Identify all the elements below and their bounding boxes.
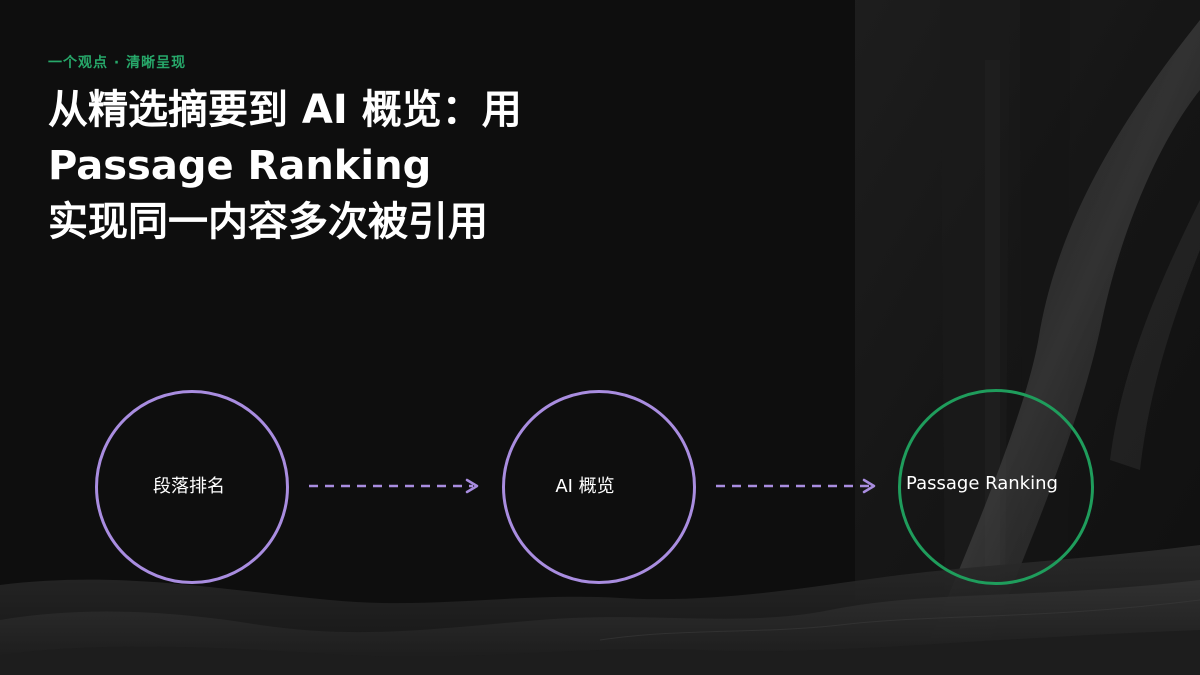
- node-passage-ranking-cn: 段落排名: [95, 390, 289, 584]
- title-line-1: 从精选摘要到 AI 概览：用: [48, 87, 522, 133]
- title-line-2: Passage Ranking: [48, 143, 432, 189]
- node-label: Passage Ranking: [906, 473, 1058, 494]
- dashed-arrow-2: [716, 478, 876, 494]
- node-ai-overview: AI 概览: [502, 390, 696, 584]
- node-passage-ranking: Passage Ranking: [898, 389, 1094, 585]
- kicker-text: 一个观点 · 清晰呈现: [48, 55, 187, 71]
- page-title: 从精选摘要到 AI 概览：用 Passage Ranking 实现同一内容多次被…: [48, 82, 808, 250]
- title-line-3: 实现同一内容多次被引用: [48, 199, 488, 245]
- node-label: AI 概览: [555, 476, 615, 497]
- node-label: 段落排名: [153, 476, 225, 497]
- dashed-arrow-1: [309, 478, 479, 494]
